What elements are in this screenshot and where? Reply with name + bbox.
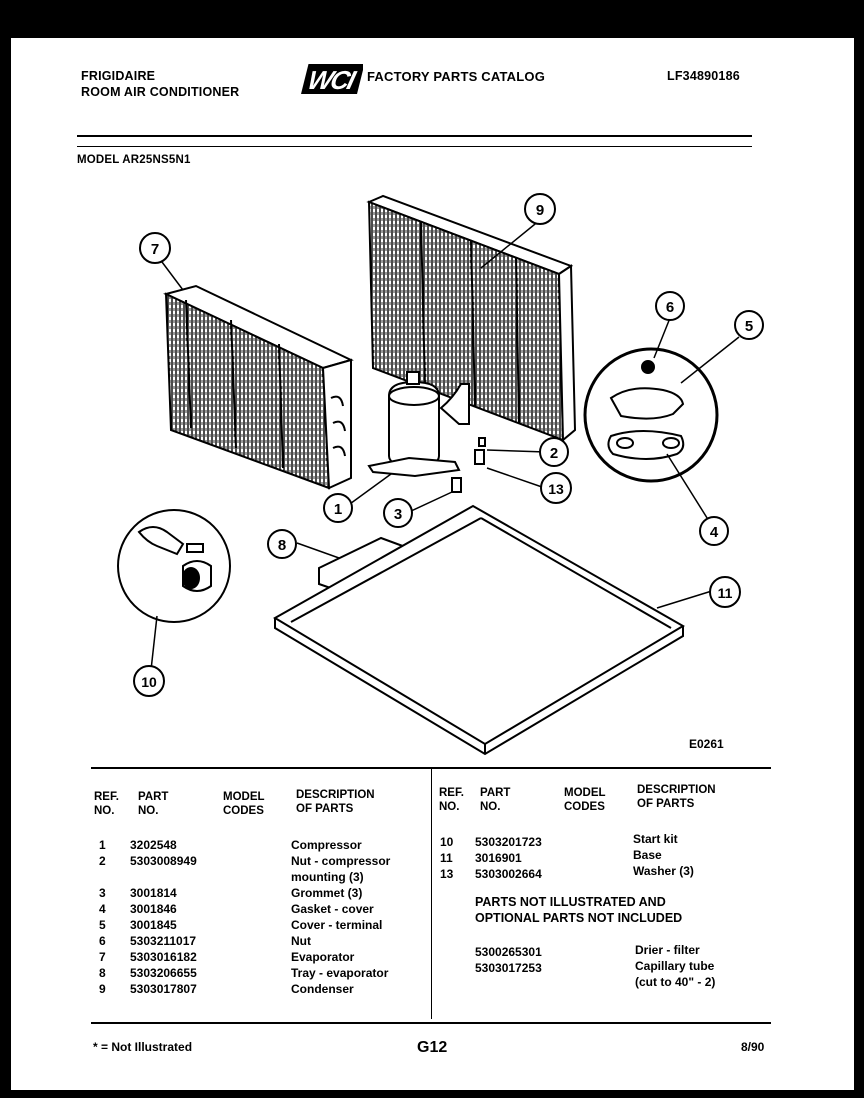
catalog-title: FACTORY PARTS CATALOG (367, 69, 546, 84)
parts-catalog-sheet: FRIGIDAIRE ROOM AIR CONDITIONER WCI FACT… (11, 38, 854, 1090)
callout-5: 5 (734, 310, 764, 340)
callout-8: 8 (267, 529, 297, 559)
svg-text:8: 8 (278, 537, 286, 554)
figure-number: E0261 (689, 737, 724, 751)
callout-11: 11 (709, 576, 741, 608)
svg-text:5: 5 (745, 318, 753, 335)
compressor (367, 371, 470, 478)
svg-text:3: 3 (394, 506, 402, 523)
page-number: G12 (417, 1039, 448, 1056)
callout-7: 7 (139, 232, 171, 264)
callout-1: 1 (323, 493, 353, 523)
svg-text:7: 7 (151, 241, 159, 258)
brand-name: FRIGIDAIRE (81, 69, 156, 83)
model-number: MODEL AR25NS5N1 (77, 154, 191, 166)
svg-text:4: 4 (710, 524, 719, 541)
header-ref-right: REF.NO. (439, 787, 464, 813)
svg-text:6: 6 (666, 299, 674, 316)
wci-logo: WCI (301, 62, 365, 96)
callout-3: 3 (383, 498, 413, 528)
catalog-number: LF34890186 (667, 69, 740, 83)
svg-text:11: 11 (718, 585, 733, 601)
callout-10: 10 (133, 665, 165, 697)
header-rule-thin (77, 146, 752, 147)
callout-9: 9 (524, 193, 556, 225)
exploded-parts-diagram: 7 9 6 5 2 13 1 3 4 8 11 10 E0261 (117, 193, 764, 756)
start-kit-detail (117, 509, 231, 623)
footer-note: * = Not Illustrated (93, 1040, 193, 1054)
callout-6: 6 (655, 291, 685, 321)
terminal-cover-detail (583, 347, 719, 483)
header-ref-left: REF.NO. (94, 791, 119, 817)
callout-4: 4 (699, 516, 729, 546)
revision-date: 8/90 (741, 1040, 765, 1054)
grommet (451, 437, 486, 493)
svg-text:1: 1 (334, 501, 342, 518)
table-top-rule (91, 767, 771, 769)
product-name: ROOM AIR CONDITIONER (81, 85, 240, 99)
base-pan (273, 504, 685, 756)
svg-text:2: 2 (550, 445, 558, 462)
svg-text:13: 13 (548, 481, 564, 497)
callout-2: 2 (539, 437, 569, 467)
evaporator-coil (163, 284, 354, 490)
table-bottom-rule (91, 1022, 771, 1024)
svg-text:10: 10 (141, 674, 157, 690)
svg-text:WCI: WCI (305, 65, 360, 95)
callout-13: 13 (540, 472, 572, 504)
table-divider (431, 769, 432, 1019)
svg-text:9: 9 (536, 202, 544, 219)
header-rule (77, 135, 752, 137)
